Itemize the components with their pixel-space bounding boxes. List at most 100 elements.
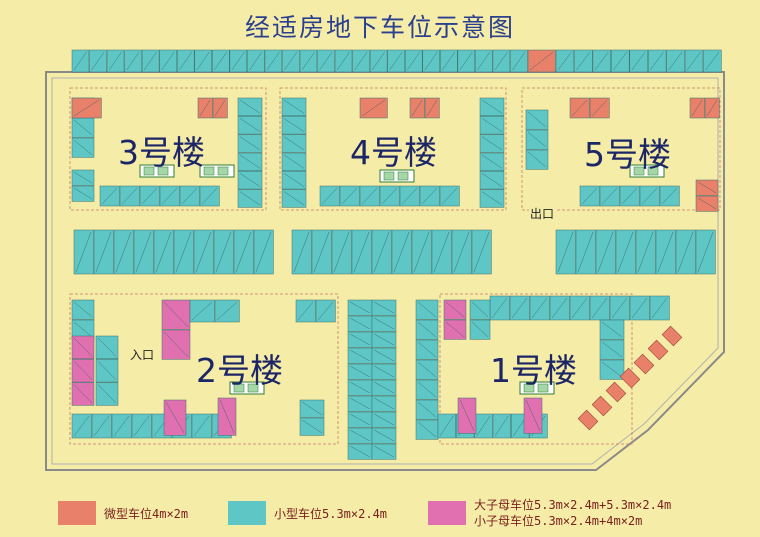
- b1-bottom-row-diag: [494, 415, 509, 437]
- b3-right-col-diag: [239, 136, 261, 151]
- b1-top-row-diag: [611, 297, 628, 319]
- building-outline: [439, 293, 633, 445]
- center-col-a-diag: [349, 365, 371, 378]
- b1-top-row-diag: [631, 297, 648, 319]
- mid-row-left-diag: [235, 231, 252, 273]
- b4-bottom-row-diag: [401, 187, 418, 205]
- chamfer-micro-stall: [661, 325, 683, 347]
- top-row-stall-diag: [424, 51, 438, 71]
- top-row-stall-diag: [301, 51, 315, 71]
- entrance-label: 入口: [129, 346, 156, 363]
- top-row-stall-right-diag: [668, 51, 683, 71]
- legend-text-small: 小型车位5.3m×2.4m: [274, 506, 388, 521]
- b2-right-low-diag: [301, 401, 323, 416]
- top-row-stall-right-diag: [631, 51, 646, 71]
- mid-row-right-diag: [657, 231, 674, 273]
- mid-row-left-diag: [95, 231, 112, 273]
- top-row-stall-diag: [284, 51, 298, 71]
- b4-left-col-diag: [283, 154, 305, 169]
- center-col-a-diag: [349, 429, 371, 442]
- core-lift: [217, 166, 229, 176]
- center-col-b-diag: [373, 365, 395, 378]
- b2-bottom-row-diag: [93, 415, 110, 437]
- outer-boundary: [45, 71, 725, 471]
- exit-label: 出口: [529, 205, 556, 222]
- mid-row-center-diag: [393, 231, 410, 273]
- b1-left-col-diag: [471, 321, 489, 338]
- b3-bottom-row-diag: [161, 187, 178, 205]
- b3-bottom-row-diag: [121, 187, 138, 205]
- legend-swatch-tandem: [428, 501, 466, 525]
- b1-tandem-top-diag: [445, 301, 465, 318]
- top-row-micro-diag: [529, 51, 554, 71]
- core-lift: [633, 166, 645, 176]
- mid-row-left-diag: [115, 231, 132, 273]
- b2-left-col2-diag: [97, 361, 117, 380]
- center-col-a-diag: [349, 301, 371, 314]
- b3-right-col-diag: [239, 191, 261, 206]
- legend-tandem: 大子母车位5.3m×2.4m+5.3m×2.4m 小子母车位5.3m×2.4m+…: [428, 496, 671, 530]
- b3-left-col-diag: [73, 139, 93, 156]
- legend-small: 小型车位5.3m×2.4m: [228, 496, 387, 530]
- building-3-label: 3号楼: [118, 133, 205, 172]
- b2-left-top-diag: [73, 301, 93, 318]
- top-row-stall-diag: [179, 51, 192, 71]
- core-lift: [383, 171, 395, 181]
- b4-top-micro-diag: [426, 99, 438, 117]
- b3-left-col-low-diag: [73, 171, 93, 184]
- top-row-stall-right-diag: [594, 51, 609, 71]
- mid-row-left-diag: [75, 231, 92, 273]
- core-lift: [157, 166, 169, 176]
- b5-right-micro-diag: [697, 197, 717, 210]
- chamfer-micro-stall: [633, 353, 655, 375]
- b2-tandem-col-diag: [163, 301, 189, 328]
- b2-top-row-diag: [216, 301, 238, 321]
- b1-top-row-diag: [531, 297, 548, 319]
- center-col-b-diag: [373, 445, 395, 458]
- mid-row-center-diag: [413, 231, 430, 273]
- b4-right-col-diag: [481, 118, 503, 132]
- parking-stalls: [71, 49, 722, 460]
- b1-right-col-diag: [601, 361, 623, 378]
- top-row-stall-diag: [143, 51, 157, 71]
- top-row-stall-diag: [196, 51, 210, 71]
- core-lift: [247, 383, 259, 393]
- b4-left-col-diag: [283, 173, 305, 187]
- top-row-stall-diag: [389, 51, 403, 71]
- top-row-stall-diag: [108, 51, 122, 71]
- b2-top-row-right-diag: [317, 301, 334, 321]
- building-5-label: 5号楼: [584, 135, 671, 174]
- top-row-stall-diag: [494, 51, 508, 71]
- chamfer-micro-stall: [591, 395, 613, 417]
- b4-right-col-diag: [481, 99, 503, 114]
- b1-top-row-diag: [511, 297, 528, 319]
- b4-bottom-row-diag: [381, 187, 398, 205]
- mid-row-center-diag: [353, 231, 370, 273]
- top-row-stall-diag: [319, 51, 333, 71]
- b4-left-col-diag: [283, 191, 305, 206]
- b5-right-micro-diag: [697, 181, 717, 194]
- top-row-stall-diag: [73, 51, 87, 71]
- center-col-a-diag: [349, 445, 371, 458]
- b2-bottom-row-diag: [133, 415, 150, 437]
- top-row-stall-diag: [459, 51, 473, 71]
- core-lift: [233, 383, 245, 393]
- b1-tandem-low-diag: [459, 399, 475, 432]
- core-lift: [397, 171, 409, 181]
- chamfer-micro-stall: [619, 367, 641, 389]
- b4-bottom-row-diag: [441, 187, 458, 205]
- b1-top-row-diag: [571, 297, 588, 319]
- b5-top-micro-right-diag: [706, 99, 718, 117]
- b3-left-col-diag: [73, 119, 93, 136]
- b3-top-micro-diag: [214, 99, 226, 117]
- b2-top-row-diag: [191, 301, 213, 321]
- top-row-stall-right-diag: [686, 51, 701, 71]
- mid-row-center-diag: [453, 231, 470, 273]
- b1-top-row-diag: [551, 297, 568, 319]
- b3-bottom-row-diag: [201, 187, 218, 205]
- b5-bottom-row-diag: [621, 187, 638, 205]
- b4-top-micro-2-diag: [361, 99, 386, 117]
- b2-top-row-right-diag: [297, 301, 314, 321]
- legend-text-micro: 微型车位4m×2m: [104, 506, 189, 521]
